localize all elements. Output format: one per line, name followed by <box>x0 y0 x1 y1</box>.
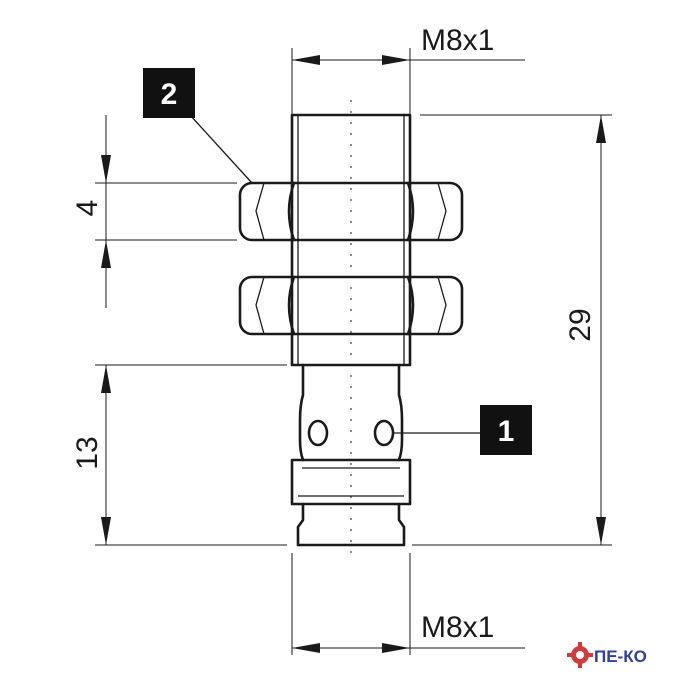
bottom-thread-label: M8x1 <box>421 611 494 644</box>
watermark-text: ПЕ-КО <box>594 647 647 666</box>
led-window-right <box>373 419 395 447</box>
upper-hex-nut <box>238 181 464 242</box>
gear-icon <box>567 642 593 668</box>
sensor-body <box>238 100 464 560</box>
lower-hex-nut <box>238 275 464 336</box>
watermark: ПЕ-КО <box>567 642 647 668</box>
sensor-neck <box>298 363 404 462</box>
led-window-left <box>307 419 329 447</box>
plug-length-label: 13 <box>71 436 104 469</box>
callout-led-label: 1 <box>498 415 515 448</box>
top-thread-label: M8x1 <box>421 24 494 57</box>
dimension-top-thread <box>292 55 525 65</box>
leader-nut <box>189 114 253 184</box>
connector-tip <box>296 502 406 547</box>
callout-nut-label: 2 <box>161 78 178 111</box>
dimension-plug-length <box>101 365 111 545</box>
dimension-bottom-thread <box>292 643 525 653</box>
callout-nut: 2 <box>143 68 195 118</box>
callout-led: 1 <box>480 405 532 455</box>
dimension-nut-thickness <box>101 115 111 308</box>
extension-lines <box>95 48 612 655</box>
dimension-overall-length <box>596 115 606 545</box>
overall-length-label: 29 <box>564 308 597 341</box>
nut-thickness-label: 4 <box>71 200 104 217</box>
